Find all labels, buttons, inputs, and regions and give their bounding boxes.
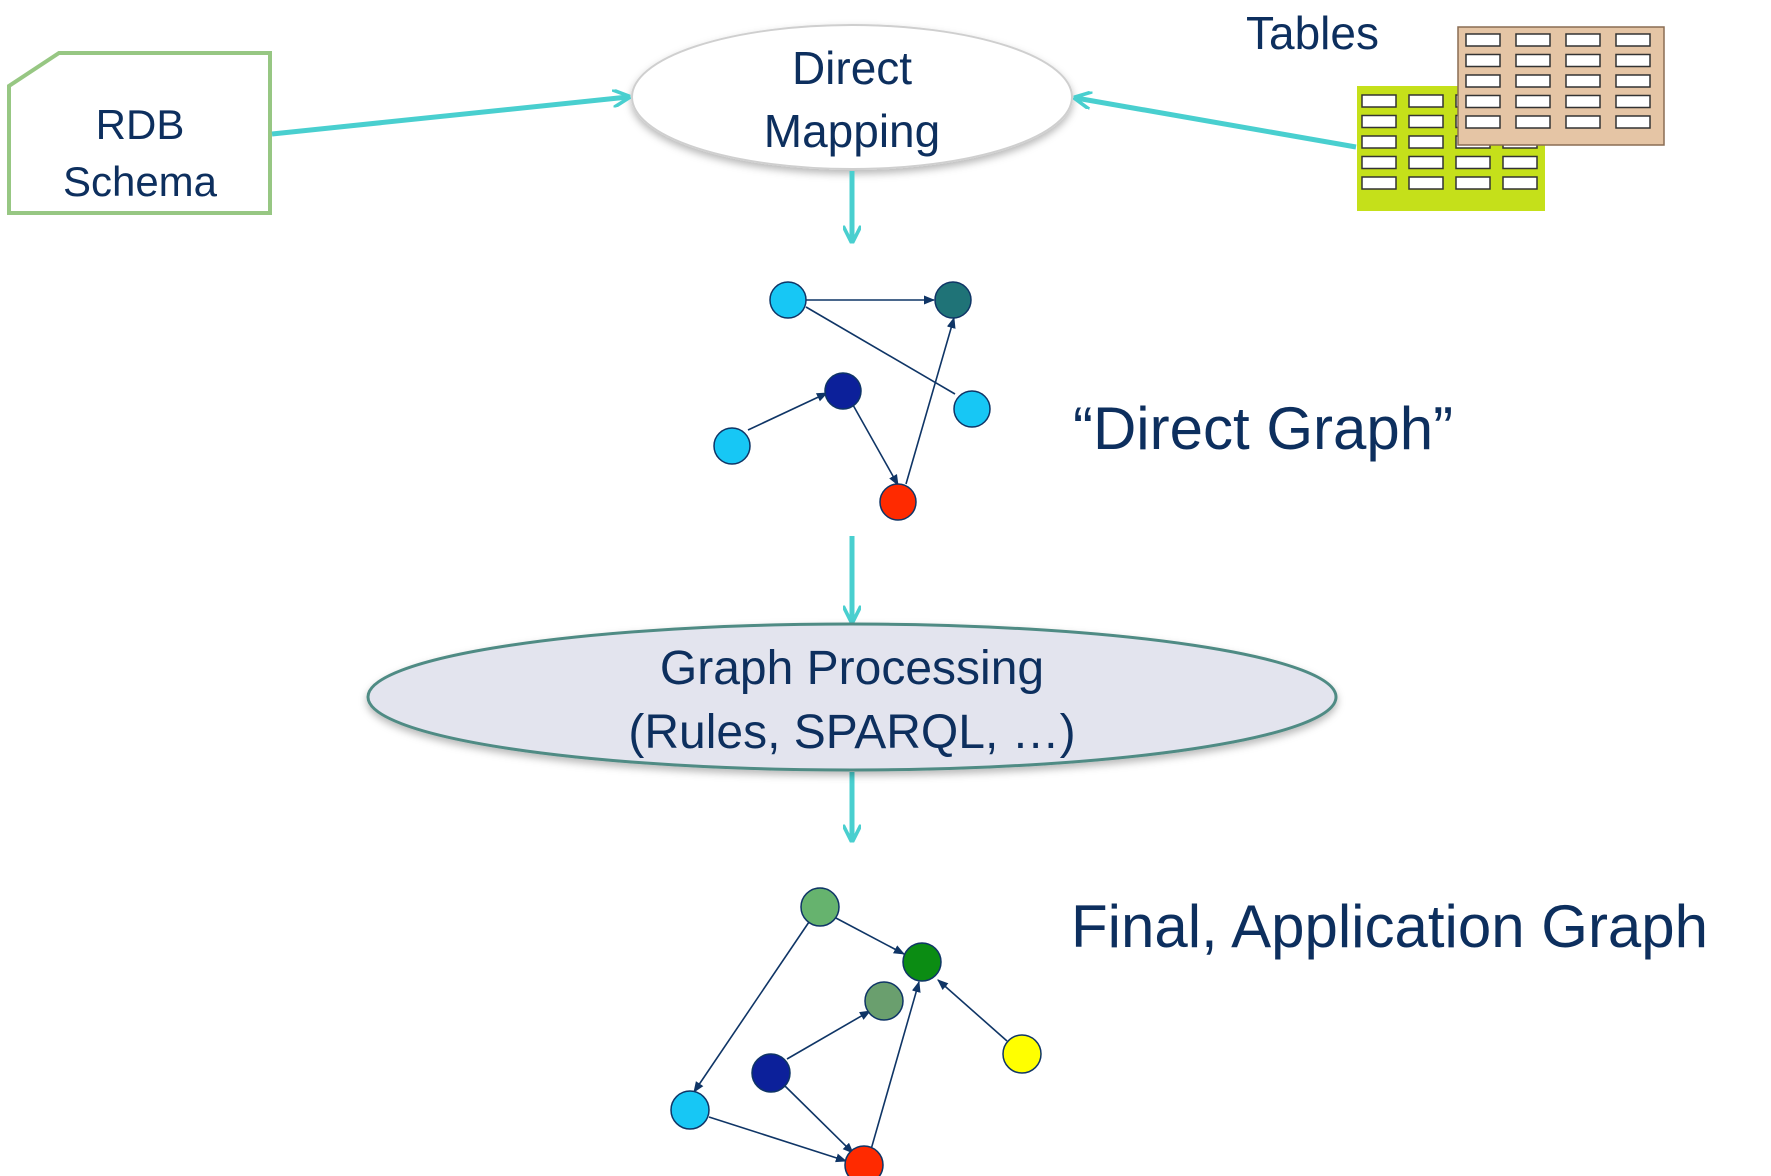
table-cell — [1515, 74, 1551, 88]
direct-mapping-node: Direct Mapping — [631, 24, 1073, 170]
direct-graph — [713, 281, 991, 521]
tables-to-mapping-arrow — [1076, 98, 1357, 150]
table-cell — [1408, 135, 1444, 149]
graph-node-yellow — [1002, 1034, 1042, 1074]
table-cell — [1565, 115, 1601, 129]
tables-label: Tables — [1246, 7, 1379, 59]
table-cell — [1515, 53, 1551, 68]
table-cell — [1502, 176, 1538, 190]
table-cell — [1515, 115, 1551, 129]
direct-graph-edge — [805, 306, 956, 395]
graph-processing-label-line1: Graph Processing — [660, 642, 1044, 695]
table-cell — [1465, 53, 1501, 68]
graph-node-teal — [934, 281, 972, 319]
direct-mapping-label-line1: Direct — [792, 42, 912, 94]
table-cell — [1502, 155, 1538, 170]
graph-node-light-green — [800, 887, 840, 927]
graph-node-light-blue — [713, 427, 751, 465]
graph-node-red — [844, 1145, 884, 1176]
table-cell — [1465, 74, 1501, 88]
table-cell — [1361, 94, 1397, 108]
final-graph-edge — [784, 1085, 854, 1154]
graph-node-navy — [824, 372, 862, 410]
graph-processing-label-line2: (Rules, SPARQL, …) — [628, 706, 1075, 759]
table-cell — [1615, 53, 1651, 68]
table-cell — [1408, 94, 1444, 108]
final-graph-edge — [786, 1010, 871, 1060]
direct-graph-edge — [747, 392, 829, 431]
direct-graph-label: “Direct Graph” — [1073, 395, 1453, 462]
table-cell — [1408, 155, 1444, 170]
final-graph-edge — [693, 921, 810, 1093]
table-cell — [1361, 176, 1397, 190]
direct-graph-edge — [852, 404, 899, 486]
final-graph-label: Final, Application Graph — [1071, 893, 1708, 960]
table-cell — [1361, 155, 1397, 170]
rdb-schema-label-line1: RDB — [96, 101, 185, 148]
table-cell — [1455, 155, 1491, 170]
final-graph-edge — [708, 1116, 848, 1163]
table-cell — [1615, 33, 1651, 47]
table-cell — [1565, 33, 1601, 47]
table-cell — [1615, 94, 1651, 109]
schema-to-mapping-arrow — [271, 97, 628, 137]
graph-node-light-blue — [670, 1090, 710, 1130]
graph-node-red — [879, 483, 917, 521]
table-cell — [1361, 114, 1397, 129]
final-graph-edge — [937, 979, 1008, 1042]
table-cell — [1455, 176, 1491, 190]
rdb-schema-card: RDB Schema — [7, 51, 272, 215]
table-cell — [1565, 74, 1601, 88]
table-cell — [1465, 33, 1501, 47]
graph-node-green — [902, 942, 942, 982]
table-cell — [1465, 94, 1501, 109]
table-cell — [1615, 74, 1651, 88]
table-cell — [1408, 114, 1444, 129]
graph-node-navy — [751, 1053, 791, 1093]
final-graph-edge — [833, 916, 905, 955]
graph-node-light-blue — [769, 281, 807, 319]
table-cell — [1465, 115, 1501, 129]
direct-mapping-label-line2: Mapping — [764, 105, 940, 157]
table-cell — [1361, 135, 1397, 149]
table-cell — [1515, 94, 1551, 109]
table-cell — [1515, 33, 1551, 47]
table-cell — [1565, 94, 1601, 109]
table-cell — [1408, 176, 1444, 190]
table-cell — [1615, 115, 1651, 129]
rdb-schema-label-line2: Schema — [63, 158, 218, 205]
final-graph-edge — [869, 980, 921, 1154]
graph-processing-node: Graph Processing (Rules, SPARQL, …) — [366, 622, 1338, 772]
graph-node-gray-green — [864, 981, 904, 1021]
graph-node-light-blue — [953, 390, 991, 428]
final-graph — [670, 887, 1042, 1176]
table-cell — [1565, 53, 1601, 68]
direct-graph-edge — [905, 316, 956, 485]
tables-icon — [1357, 26, 1665, 211]
